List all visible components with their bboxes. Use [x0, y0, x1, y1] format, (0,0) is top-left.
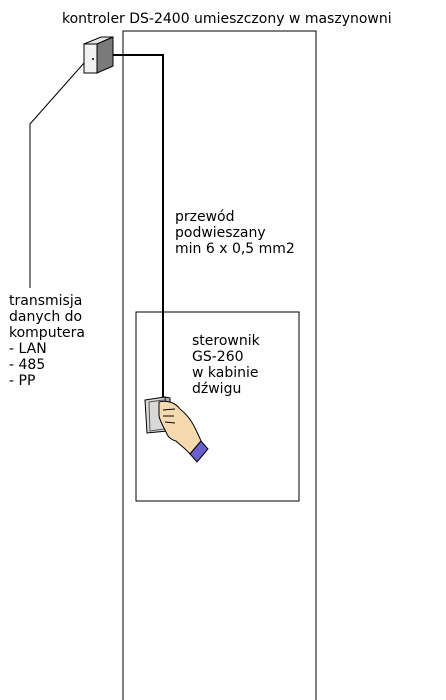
transmission-label-line: komputera [9, 325, 86, 341]
controller-box [83, 36, 114, 74]
elevator-cabin [135, 311, 300, 502]
terminal-label-line: GS-260 [192, 349, 244, 365]
cable-label-line: przewód [175, 209, 235, 225]
cable-label-line: podwieszany [175, 225, 266, 241]
transmission-label-line: - PP [9, 373, 36, 389]
transmission-label-line: transmisja [9, 293, 83, 309]
cable-label: przewód podwieszany min 6 x 0,5 mm2 [175, 209, 295, 257]
terminal-label-line: w kabinie [192, 365, 259, 381]
controller-title: kontroler DS-2400 umieszczony w maszynow… [62, 11, 392, 27]
transmission-line [29, 62, 85, 288]
transmission-label-line: - LAN [9, 341, 47, 357]
hand-icon [158, 400, 209, 463]
elevator-shaft [122, 30, 317, 700]
transmission-label-line: danych do [9, 309, 83, 325]
terminal-label-line: dźwigu [192, 381, 242, 397]
transmission-label: transmisja danych do komputera - LAN - 4… [9, 293, 85, 389]
terminal-label: sterownik GS-260 w kabinie dźwigu [192, 333, 260, 397]
transmission-label-line: - 485 [9, 357, 46, 373]
cable-label-line: min 6 x 0,5 mm2 [175, 241, 295, 257]
suspended-cable [113, 54, 164, 407]
terminal-label-line: sterownik [192, 333, 260, 349]
